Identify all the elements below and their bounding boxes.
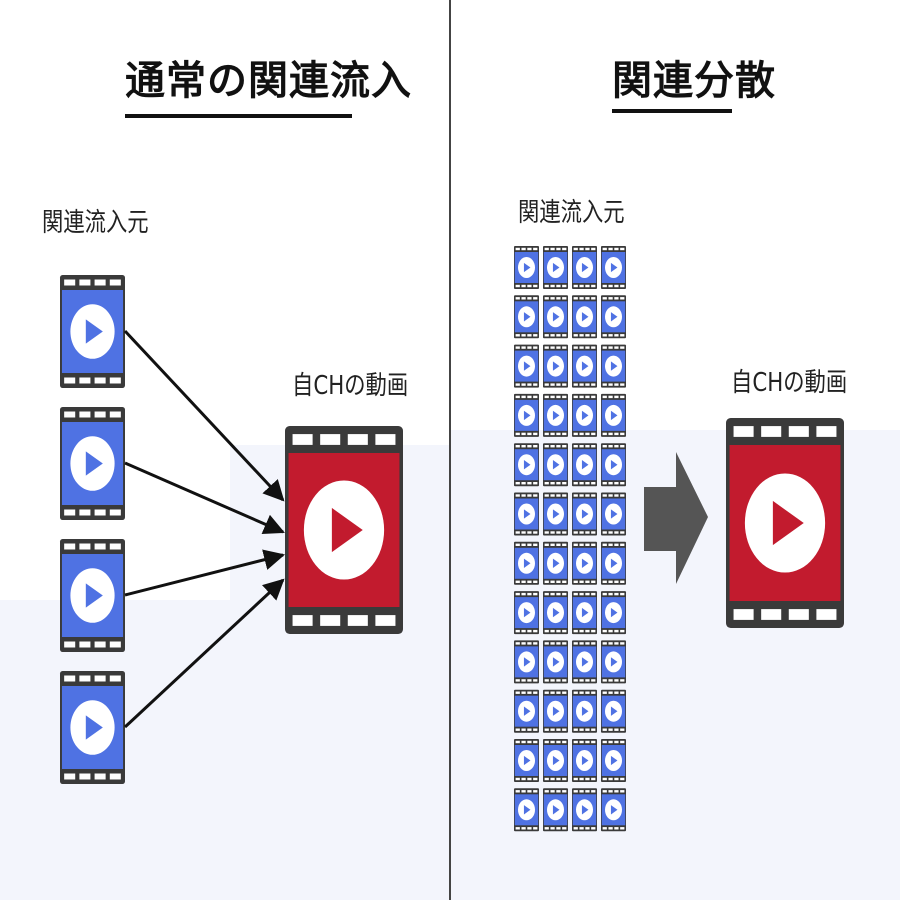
- source-video-icon: [60, 407, 125, 520]
- small-source-video-icon: [572, 689, 597, 733]
- small-source-video-icon: [514, 344, 539, 388]
- left-target-label: 自CHの動画: [292, 371, 409, 401]
- small-source-video-icon: [514, 739, 539, 782]
- small-source-video-icon: [572, 246, 597, 289]
- small-source-video-icon: [514, 295, 539, 339]
- small-source-video-icon: [543, 393, 568, 437]
- small-source-video-icon: [601, 246, 626, 289]
- small-source-video-icon: [543, 344, 568, 388]
- small-source-video-icon: [601, 344, 626, 388]
- small-source-video-icon: [601, 689, 626, 733]
- small-source-video-icon: [543, 788, 568, 832]
- small-source-video-icon: [543, 591, 568, 635]
- small-source-video-icon: [572, 492, 597, 536]
- right-title-underline: [612, 109, 732, 113]
- small-source-video-icon: [543, 739, 568, 782]
- small-source-video-icon: [601, 393, 626, 437]
- small-source-video-icon: [514, 393, 539, 437]
- small-source-video-icon: [601, 541, 626, 585]
- right-target-label: 自CHの動画: [731, 368, 848, 398]
- small-source-video-icon: [601, 739, 626, 782]
- flow-arrow: [123, 329, 285, 502]
- source-video-icon: [60, 539, 125, 652]
- panel-divider: [449, 0, 451, 900]
- small-source-video-icon: [572, 393, 597, 437]
- small-source-video-icon: [572, 640, 597, 684]
- target-video-icon-right: [726, 418, 844, 628]
- small-source-video-icon: [572, 344, 597, 388]
- small-source-video-icon: [543, 541, 568, 585]
- small-source-video-icon: [572, 443, 597, 487]
- source-video-icon: [60, 671, 125, 784]
- small-source-video-icon: [514, 788, 539, 832]
- small-source-video-icon: [514, 541, 539, 585]
- small-source-video-icon: [601, 295, 626, 339]
- small-source-video-icon: [601, 788, 626, 832]
- small-source-video-icon: [572, 739, 597, 782]
- small-source-video-icon: [572, 788, 597, 832]
- small-source-video-icon: [572, 295, 597, 339]
- small-source-video-icon: [601, 492, 626, 536]
- small-source-video-icon: [601, 640, 626, 684]
- flow-arrow: [124, 461, 285, 535]
- small-source-video-icon: [514, 492, 539, 536]
- small-source-video-icon: [543, 689, 568, 733]
- small-source-video-icon: [514, 246, 539, 289]
- small-source-video-icon: [543, 295, 568, 339]
- small-source-video-icon: [572, 591, 597, 635]
- small-source-video-icon: [601, 443, 626, 487]
- left-title-underline: [125, 114, 352, 118]
- small-source-video-icon: [543, 246, 568, 289]
- small-source-video-icon: [543, 492, 568, 536]
- flow-arrow: [124, 549, 286, 597]
- small-source-video-icon: [514, 640, 539, 684]
- small-source-video-icon: [514, 689, 539, 733]
- small-source-video-icon: [543, 443, 568, 487]
- small-source-video-icon: [514, 591, 539, 635]
- target-video-icon: [285, 426, 403, 634]
- small-source-video-icon: [572, 541, 597, 585]
- flow-arrow: [123, 578, 285, 729]
- right-arrow-icon: [644, 452, 708, 584]
- source-video-icon: [60, 275, 125, 388]
- small-source-video-icon: [601, 591, 626, 635]
- left-source-label: 関連流入元: [42, 208, 149, 238]
- right-source-label: 関連流入元: [518, 198, 625, 228]
- small-source-video-icon: [543, 640, 568, 684]
- small-source-video-icon: [514, 443, 539, 487]
